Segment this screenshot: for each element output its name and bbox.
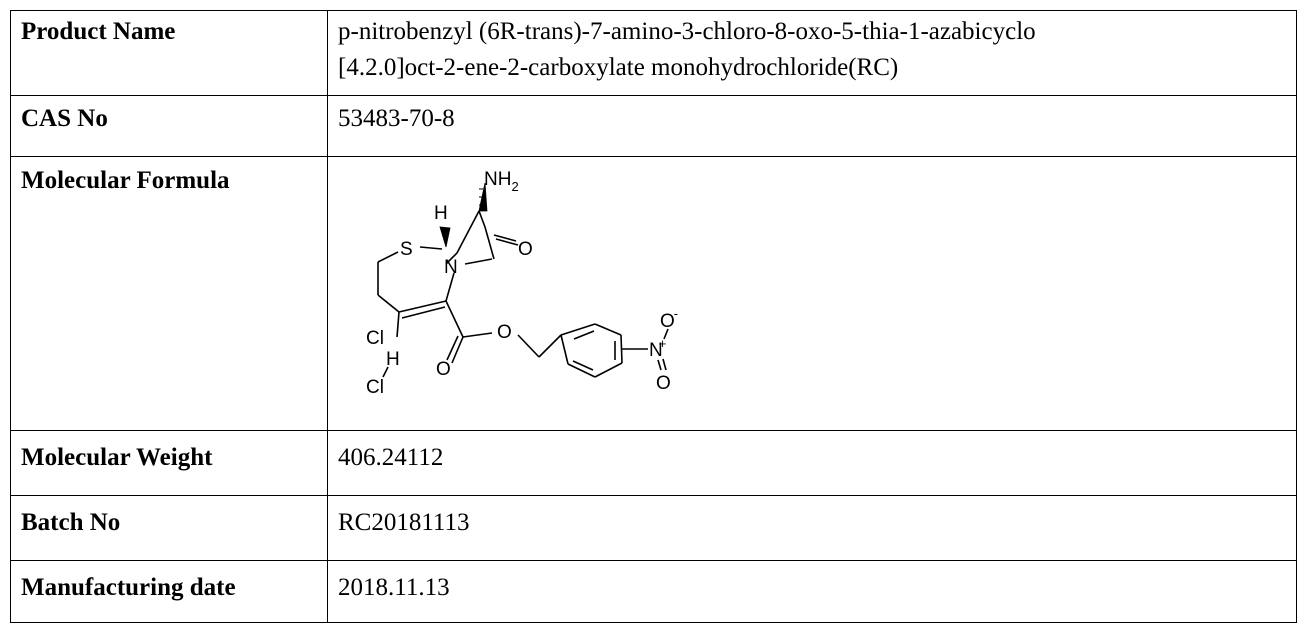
atom-o-nitro-top: O- [660,306,678,332]
value-molecular-weight: 406.24112 [327,430,1297,496]
value-product-name: p-nitrobenzyl (6R-trans)-7-amino-3-chlor… [327,10,1297,96]
row-molecular-weight: Molecular Weight 406.24112 [10,430,1297,496]
atom-o-nitro-bottom: O [656,373,671,394]
row-molecular-formula: Molecular Formula [10,156,1297,431]
atom-o-carbonyl: O [436,359,451,380]
label-cas-no: CAS No [10,95,328,157]
atom-cl: Cl [366,328,384,349]
atom-o-ester: O [497,322,512,343]
label-batch-no: Batch No [10,495,328,561]
label-molecular-weight: Molecular Weight [10,430,328,496]
molecular-structure-image: NH2 H S N O Cl O O H Cl N+ O- O [366,169,678,398]
value-cas-no: 53483-70-8 [327,95,1297,157]
row-cas-no: CAS No 53483-70-8 [10,95,1297,157]
row-batch-no: Batch No RC20181113 [10,495,1297,561]
row-product-name: Product Name p-nitrobenzyl (6R-trans)-7-… [10,10,1297,96]
atom-h-hcl: H [386,349,400,370]
value-manufacturing-date: 2018.11.13 [327,560,1297,623]
product-name-line-2: [4.2.0]oct-2-ene-2-carboxylate monohydro… [338,54,899,81]
row-manufacturing-date: Manufacturing date 2018.11.13 [10,560,1297,623]
value-molecular-formula: NH2 H S N O Cl O O H Cl N+ O- O [327,156,1297,431]
atom-cl-hcl: Cl [366,377,384,398]
atom-nh2: NH2 [484,169,519,194]
value-batch-no: RC20181113 [327,495,1297,561]
atom-n-nitro: N+ [649,336,666,361]
atom-h-top: H [434,203,448,224]
label-manufacturing-date: Manufacturing date [10,560,328,623]
product-spec-table: Product Name p-nitrobenzyl (6R-trans)-7-… [10,10,1297,623]
label-molecular-formula: Molecular Formula [10,156,328,431]
atom-n: N [444,257,458,278]
label-product-name: Product Name [10,10,328,96]
product-name-line-1: p-nitrobenzyl (6R-trans)-7-amino-3-chlor… [338,18,1036,45]
atom-o-lactam: O [518,239,533,260]
atom-s: S [400,239,413,260]
